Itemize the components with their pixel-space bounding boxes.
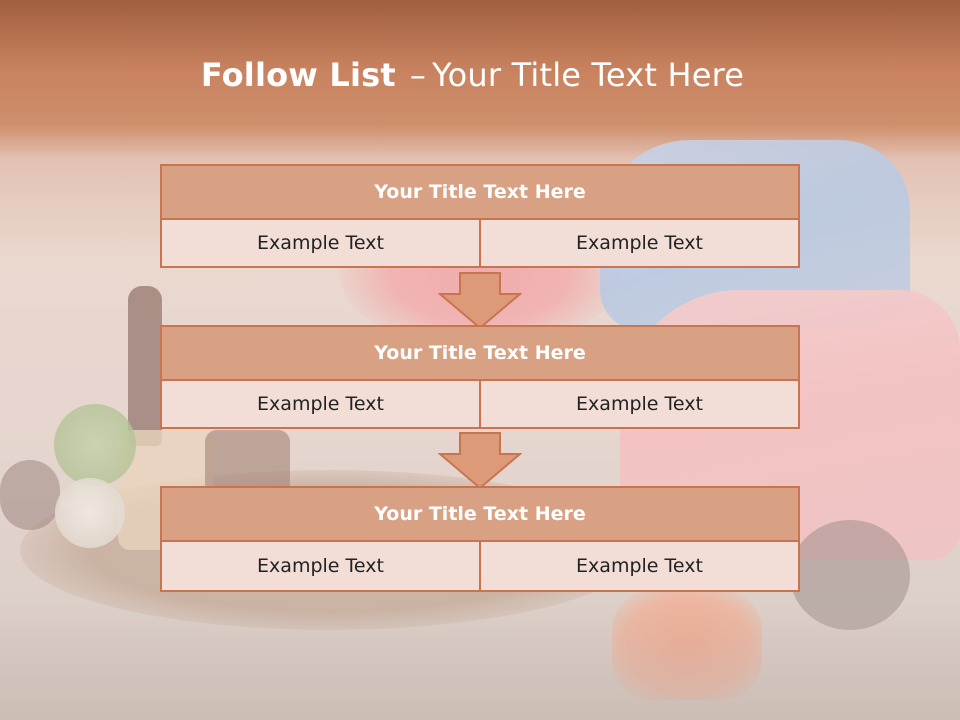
step-row: Example Text Example Text: [160, 220, 800, 268]
slide-title: Follow List–Your Title Text Here: [0, 56, 945, 94]
step-block-3: Your Title Text Here Example Text Exampl…: [160, 486, 800, 592]
down-arrow-icon: [438, 432, 522, 490]
floor-shape: [0, 600, 960, 720]
step-title[interactable]: Your Title Text Here: [160, 164, 800, 220]
slide-header: Follow List–Your Title Text Here: [0, 0, 960, 150]
bottle-shape: [128, 286, 162, 446]
step-cell-left[interactable]: Example Text: [160, 542, 481, 592]
step-cell-right[interactable]: Example Text: [481, 381, 800, 429]
white-ball-shape: [55, 478, 125, 548]
step-title[interactable]: Your Title Text Here: [160, 325, 800, 381]
step-row: Example Text Example Text: [160, 381, 800, 429]
step-row: Example Text Example Text: [160, 542, 800, 592]
step-cell-left[interactable]: Example Text: [160, 220, 481, 268]
step-block-1: Your Title Text Here Example Text Exampl…: [160, 164, 800, 268]
step-block-2: Your Title Text Here Example Text Exampl…: [160, 325, 800, 429]
title-bold: Follow List: [200, 56, 396, 94]
title-rest: Your Title Text Here: [432, 56, 745, 94]
step-cell-right[interactable]: Example Text: [481, 542, 800, 592]
stone-shape: [0, 460, 60, 530]
down-arrow-icon: [438, 272, 522, 330]
step-cell-right[interactable]: Example Text: [481, 220, 800, 268]
step-title[interactable]: Your Title Text Here: [160, 486, 800, 542]
green-ball-shape: [54, 404, 136, 486]
title-separator: –: [409, 56, 427, 94]
step-cell-left[interactable]: Example Text: [160, 381, 481, 429]
